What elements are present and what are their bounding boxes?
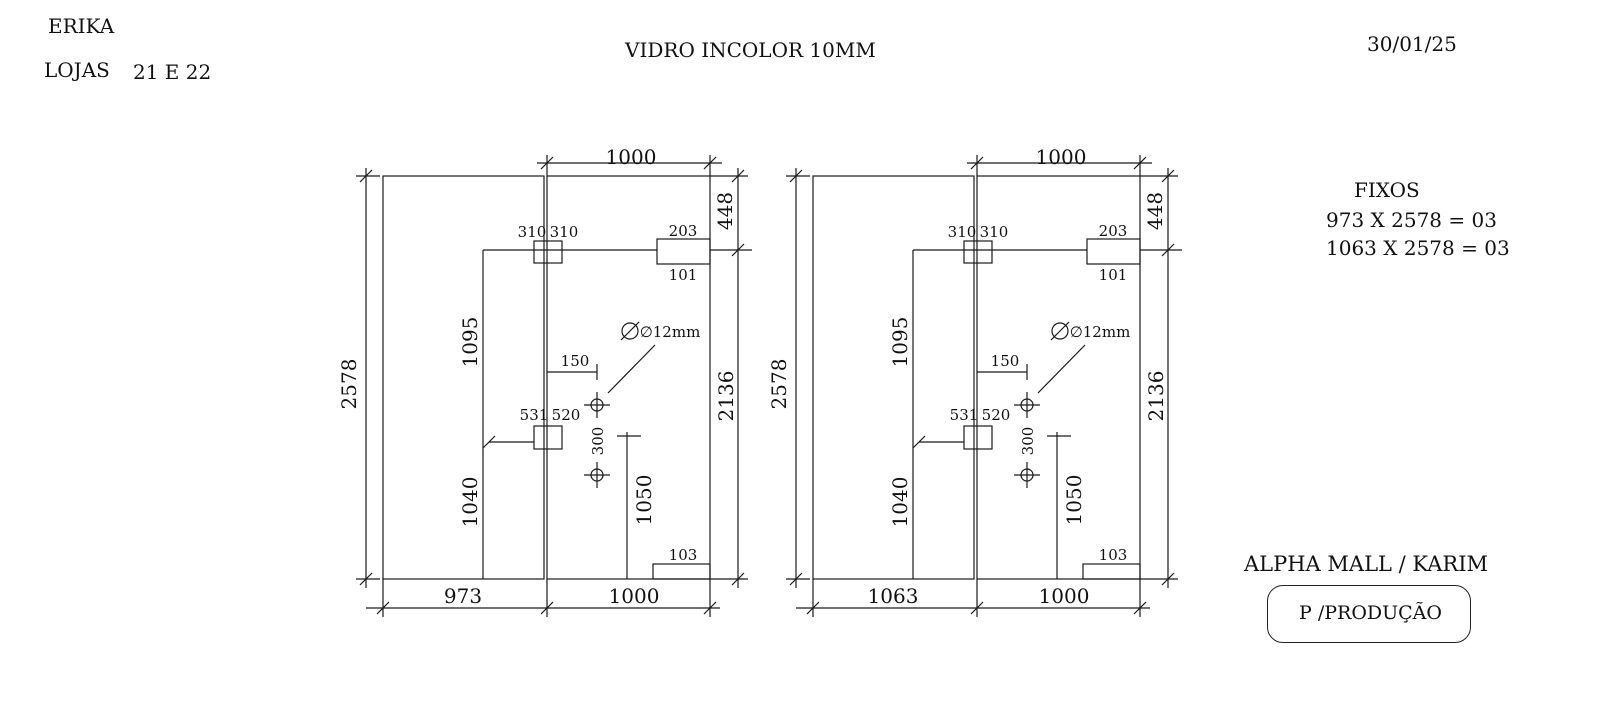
- middle-hinge-right-label: 520: [552, 406, 581, 424]
- top-patch-height-label: 101: [669, 266, 698, 284]
- fixed-glass-panel: [382, 175, 545, 580]
- production-stamp-label: P /PRODUÇÃO: [1299, 602, 1442, 624]
- top-patch-width-label: 203: [1099, 222, 1128, 240]
- handle-height-label: 1050: [632, 475, 656, 526]
- top-hinge-left-label: 310: [518, 223, 547, 241]
- dimension-tick: [359, 572, 373, 586]
- dimension-tick: [1161, 169, 1175, 183]
- bottom-patch-label: 103: [1099, 546, 1128, 564]
- top-hinge-box: [963, 240, 993, 264]
- hole-spacing-label: 300: [589, 427, 607, 456]
- dimension-tick: [731, 169, 745, 183]
- dimension-tick: [1133, 601, 1147, 615]
- project-name: ALPHA MALL / KARIM: [1244, 552, 1488, 576]
- dimension-tick: [540, 156, 554, 170]
- upper-hinge-height-label: 1095: [458, 317, 482, 368]
- total-height-label: 2578: [337, 359, 361, 410]
- middle-hinge-box: [963, 425, 993, 450]
- dimension-tick: [359, 169, 373, 183]
- hole-spacing-label: 300: [1019, 427, 1037, 456]
- hole-diameter-leader: [1037, 344, 1086, 394]
- top-patch-height-label: 101: [1099, 266, 1128, 284]
- door-width-bottom-label: 1000: [609, 584, 660, 608]
- dimension-tick: [970, 601, 984, 615]
- top-offset-label: 448: [713, 192, 737, 230]
- door-glass-panel: [546, 175, 711, 580]
- dimension-tick: [540, 601, 554, 615]
- diameter-symbol-icon: [1051, 322, 1069, 340]
- top-offset-label: 448: [1143, 192, 1167, 230]
- hole-offset-label: 150: [991, 352, 1020, 370]
- dimension-tick: [731, 572, 745, 586]
- dimension-tick: [731, 243, 745, 257]
- total-height-label: 2578: [767, 359, 791, 410]
- top-hinge-right-label: 310: [550, 223, 579, 241]
- dimension-tick: [970, 156, 984, 170]
- door-width-top-label: 1000: [606, 145, 657, 169]
- dimension-tick: [789, 169, 803, 183]
- job-title: VIDRO INCOLOR 10MM: [625, 38, 876, 62]
- door-height-label: 2136: [714, 371, 738, 422]
- job-date: 30/01/25: [1367, 32, 1457, 56]
- diameter-symbol-slash: [1050, 321, 1070, 341]
- dimension-tick: [912, 435, 926, 449]
- door-width-top-label: 1000: [1036, 145, 1087, 169]
- client-name: ERIKA: [48, 14, 115, 38]
- fixed-width-label: 1063: [868, 584, 919, 608]
- dimension-tick: [789, 572, 803, 586]
- upper-hinge-height-label: 1095: [888, 317, 912, 368]
- dimension-tick: [703, 156, 717, 170]
- top-patch-box: [656, 238, 711, 265]
- handle-height-label: 1050: [1062, 475, 1086, 526]
- production-stamp: [1267, 585, 1471, 643]
- dimension-tick: [806, 601, 820, 615]
- diameter-symbol-icon: [621, 322, 639, 340]
- diameter-symbol-slash: [620, 321, 640, 341]
- fixed-glass-panel: [812, 175, 975, 580]
- hole-diameter-label: ∅12mm: [640, 323, 701, 341]
- middle-hinge-right-label: 520: [982, 406, 1011, 424]
- dimension-tick: [703, 601, 717, 615]
- fixed-width-label: 973: [444, 584, 482, 608]
- middle-hinge-box: [533, 425, 563, 450]
- top-hinge-left-label: 310: [948, 223, 977, 241]
- hole-diameter-leader: [607, 344, 656, 394]
- store-label: LOJAS: [44, 58, 110, 82]
- lower-hinge-height-label: 1040: [888, 477, 912, 528]
- store-numbers: 21 E 22: [133, 60, 212, 84]
- door-height-label: 2136: [1144, 371, 1168, 422]
- bottom-patch-box: [652, 563, 711, 580]
- dimension-tick: [1133, 156, 1147, 170]
- bottom-patch-label: 103: [669, 546, 698, 564]
- middle-hinge-left-label: 531: [520, 406, 549, 424]
- top-hinge-right-label: 310: [980, 223, 1009, 241]
- dimension-tick: [376, 601, 390, 615]
- top-patch-width-label: 203: [669, 222, 698, 240]
- dimension-tick: [482, 435, 496, 449]
- dimension-tick: [1161, 572, 1175, 586]
- fixed-panels-title: FIXOS: [1354, 178, 1420, 202]
- door-glass-panel: [976, 175, 1141, 580]
- fixed-panel-spec: 973 X 2578 = 03: [1326, 208, 1497, 232]
- top-hinge-box: [533, 240, 563, 264]
- hole-diameter-label: ∅12mm: [1070, 323, 1131, 341]
- middle-hinge-left-label: 531: [950, 406, 979, 424]
- dimension-tick: [1161, 243, 1175, 257]
- door-width-bottom-label: 1000: [1039, 584, 1090, 608]
- fixed-panel-spec: 1063 X 2578 = 03: [1326, 236, 1510, 260]
- lower-hinge-height-label: 1040: [458, 477, 482, 528]
- bottom-patch-box: [1082, 563, 1141, 580]
- top-patch-box: [1086, 238, 1141, 265]
- hole-offset-label: 150: [561, 352, 590, 370]
